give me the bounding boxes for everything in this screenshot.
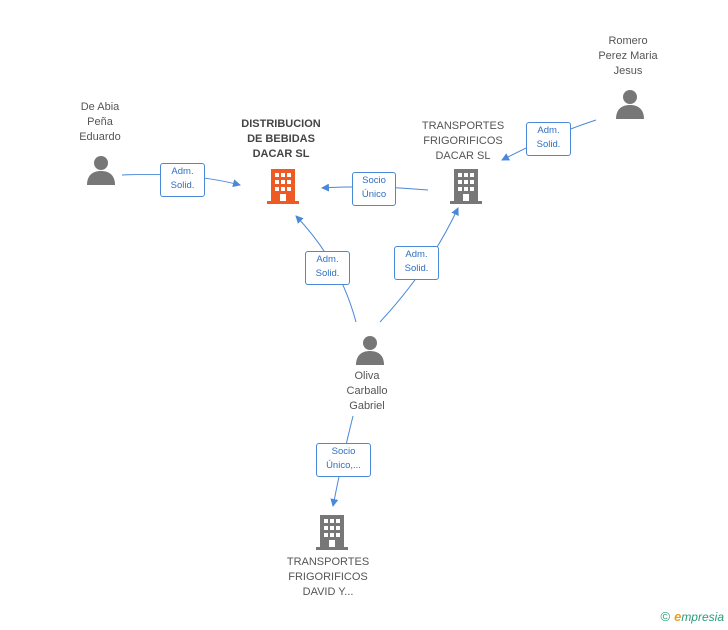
- node-label-oliva: Oliva Carballo Gabriel: [346, 370, 388, 412]
- person-icon[interactable]: [355, 334, 385, 366]
- building-icon[interactable]: [449, 168, 483, 204]
- edge-label-transportes-dacar-distribucion[interactable]: Socio Único: [352, 172, 396, 206]
- building-icon[interactable]: [315, 514, 349, 550]
- edge-label-de-abia-distribucion[interactable]: Adm. Solid.: [160, 163, 205, 197]
- node-label-romero: Romero Perez Maria Jesus: [598, 35, 658, 77]
- node-label-de-abia: De Abia Peña Eduardo: [79, 101, 121, 143]
- edge-label-romero-transportes-dacar[interactable]: Adm. Solid.: [526, 122, 571, 156]
- node-label-transportes-david: TRANSPORTES FRIGORIFICOS DAVID Y...: [286, 556, 370, 598]
- building-icon[interactable]: [266, 168, 300, 204]
- node-label-transportes-dacar: TRANSPORTES FRIGORIFICOS DACAR SL: [421, 120, 505, 162]
- brand-name: mpresia: [681, 610, 724, 624]
- person-icon[interactable]: [86, 154, 116, 186]
- edge-label-oliva-transportes-david[interactable]: Socio Único,...: [316, 443, 371, 477]
- brand-logo: ©empresia: [660, 609, 724, 624]
- edge-label-oliva-transportes-dacar[interactable]: Adm. Solid.: [394, 246, 439, 280]
- person-icon[interactable]: [615, 88, 645, 120]
- edge-label-oliva-distribucion[interactable]: Adm. Solid.: [305, 251, 350, 285]
- brand-initial: e: [674, 609, 682, 624]
- copyright-icon: ©: [660, 609, 671, 624]
- node-label-distribucion: DISTRIBUCION DE BEBIDAS DACAR SL: [241, 118, 321, 160]
